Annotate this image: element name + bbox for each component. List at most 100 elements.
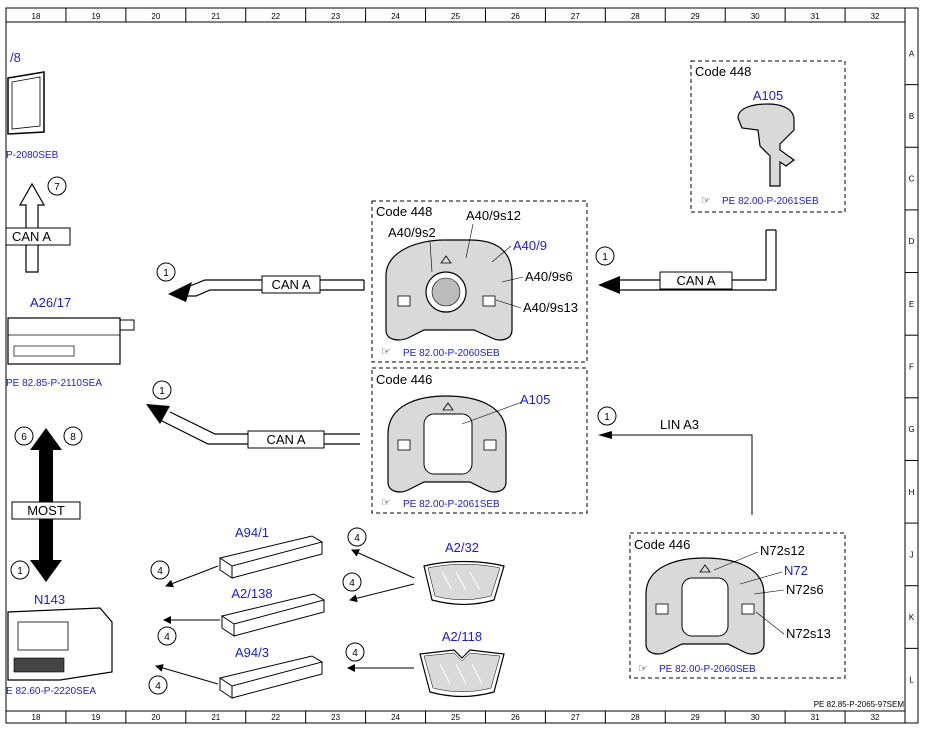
n72-label: N72	[784, 563, 808, 578]
ruler-column-label: 28	[631, 12, 640, 21]
svg-text:1: 1	[163, 268, 169, 279]
code448-code-label: Code 448	[376, 204, 432, 219]
code448-selector-ref: PE 82.00-P-2061SEB	[722, 196, 819, 207]
callout-4-e	[342, 572, 362, 592]
left-arrow-icon	[168, 282, 192, 302]
svg-text:8: 8	[70, 432, 76, 443]
svg-text:1: 1	[602, 252, 608, 263]
ruler-column-label: 19	[91, 12, 100, 21]
n72s13-label: N72s13	[786, 626, 831, 641]
svg-text:1: 1	[604, 412, 610, 423]
ruler-row-label: B	[909, 112, 914, 121]
ruler-column-label: 20	[151, 12, 160, 21]
component-n143: N143 E 82.60-P-2220SEA	[6, 592, 113, 697]
ruler-row-label: J	[910, 550, 914, 559]
n72-dashed-frame	[629, 532, 846, 679]
can-a-box-right	[659, 271, 733, 290]
n72-code-label: Code 446	[634, 537, 690, 552]
ruler-column-label: 23	[331, 713, 340, 722]
callout-6	[14, 426, 34, 446]
can-a-box-topleft	[5, 227, 71, 246]
ruler-column-label: 19	[91, 713, 100, 722]
ruler-column-label: 22	[271, 713, 280, 722]
a94-1-label: A94/1	[235, 525, 269, 540]
component-a40-8: /8 P-2080SEB	[6, 50, 59, 161]
callout-1-right	[595, 246, 615, 266]
a2-138-label: A2/138	[231, 586, 272, 601]
svg-text:1: 1	[159, 386, 165, 397]
ruler-column-label: 24	[391, 12, 400, 21]
lin-a3-label: LIN A3	[660, 417, 699, 432]
a40-8-display-icon	[7, 71, 45, 135]
svg-text:1: 1	[17, 566, 23, 577]
window-to-amp-arrows: 4 4 4	[342, 527, 415, 672]
a105-selector-label: A105	[753, 88, 783, 103]
callout-8	[63, 426, 83, 446]
a105-console-label: A105	[520, 392, 550, 407]
code448-selector-box: Code 448 A105 ☞ PE 82.00-P-2061SEB	[690, 60, 846, 213]
most-label: MOST	[27, 503, 65, 518]
antenna-amp-a2-138: A2/138	[220, 586, 326, 637]
gear-selector-icon	[737, 103, 796, 187]
svg-text:6: 6	[21, 432, 27, 443]
lin-a3-link: LIN A3 1	[597, 406, 753, 515]
lin-arrow-icon	[598, 431, 612, 439]
code448-selector-frame	[690, 60, 846, 213]
svg-text:7: 7	[54, 182, 60, 193]
callout-4-c	[148, 675, 168, 695]
left-arrow-icon-lower	[146, 404, 170, 424]
left-arrow-icon-right	[598, 276, 620, 294]
svg-text:4: 4	[157, 566, 163, 577]
ruler-column-label: 22	[271, 12, 280, 21]
ruler-row-label: K	[909, 613, 915, 622]
svg-text:4: 4	[352, 648, 358, 659]
callout-7	[47, 176, 67, 196]
code448-dashed-frame	[371, 200, 588, 363]
amp-module-icon	[218, 535, 324, 567]
a2-118-label: A2/118	[442, 629, 482, 644]
can-a-label-lower: CAN A	[266, 432, 305, 447]
ruler-column-label: 21	[211, 12, 220, 21]
n72-ref: PE 82.00-P-2060SEB	[659, 664, 756, 675]
code446-code-label: Code 446	[376, 372, 432, 387]
component-a26-17: A26/17 PE 82.85-P-2110SEA	[6, 295, 135, 389]
n72s6-label: N72s6	[786, 582, 824, 597]
code446-n72-box: Code 446 N72s12 N72 N72s6 N72s13 ☞ PE 82…	[629, 532, 846, 679]
a40-9s12-label: A40/9s12	[466, 208, 521, 223]
n72s12-label: N72s12	[760, 543, 805, 558]
a94-3-label: A94/3	[235, 645, 269, 660]
window-a2-32: A2/32	[423, 540, 505, 606]
callout-4-f	[345, 642, 365, 662]
a26-17-module-icon	[7, 317, 121, 365]
book-ref-icon-2: ☞	[381, 497, 391, 509]
window-a2-118: A2/118	[419, 629, 505, 698]
callout-1-most	[10, 560, 30, 580]
code446-console-ref: PE 82.00-P-2061SEB	[403, 499, 500, 510]
can-a-box-lower	[247, 430, 325, 449]
n143-ref: E 82.60-P-2220SEA	[6, 686, 96, 697]
a26-17-ref: PE 82.85-P-2110SEA	[6, 378, 102, 389]
can-a-link-right: CAN A 1	[595, 229, 777, 294]
can-a-label-right: CAN A	[676, 273, 715, 288]
ruler-row-label: H	[909, 488, 915, 497]
ruler-column-label: 31	[811, 713, 820, 722]
can-a-box-upper	[261, 275, 321, 294]
ruler-column-label: 30	[751, 713, 760, 722]
ruler-column-label: 28	[631, 713, 640, 722]
code446-dashed-frame	[371, 367, 588, 514]
a40-9-label: A40/9	[513, 238, 547, 253]
ruler-row-label: E	[909, 300, 914, 309]
code448-console-box: Code 448 A40/9s12 A40/9s2 A40/9 A40/9s6 …	[371, 200, 588, 363]
callout-4-b	[157, 626, 177, 646]
ruler-column-label: 25	[451, 12, 460, 21]
can-a-label-topleft: CAN A	[12, 229, 51, 244]
antenna-amp-a94-3: A94/3	[218, 645, 324, 699]
ruler-column-label: 32	[871, 713, 880, 722]
ruler-column-label: 26	[511, 713, 520, 722]
book-ref-icon-3: ☞	[701, 195, 711, 207]
ruler-row-label: G	[908, 425, 914, 434]
ruler-row-label: A	[909, 49, 915, 58]
hazard-icon	[440, 255, 452, 264]
ruler-column-label: 24	[391, 713, 400, 722]
